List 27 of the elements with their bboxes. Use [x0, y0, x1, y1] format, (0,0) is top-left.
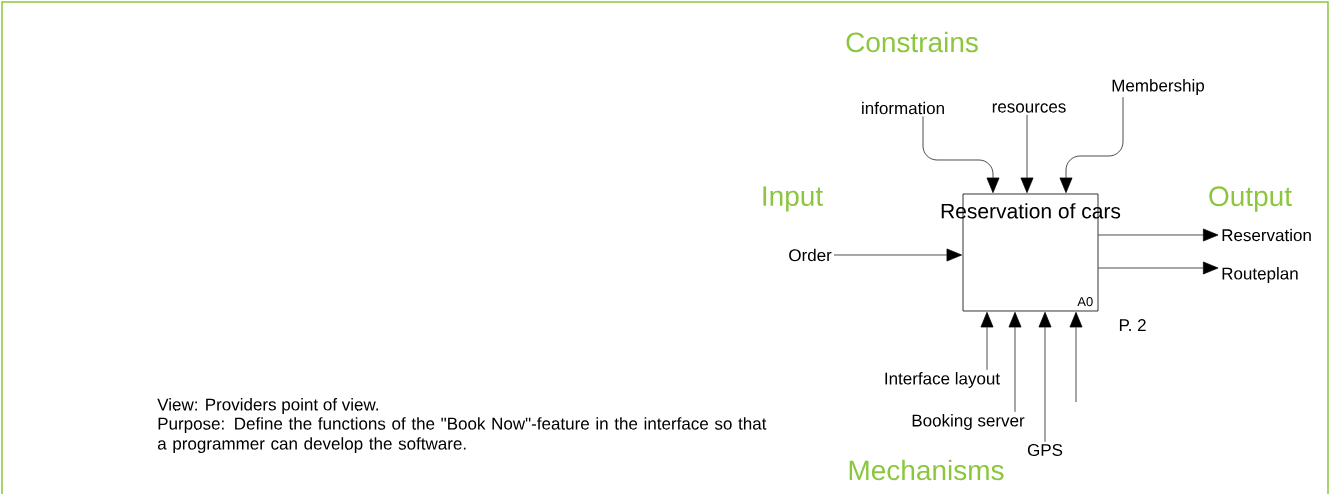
- arrow: [1038, 311, 1052, 443]
- section-heading: Constrains: [846, 31, 978, 53]
- section-heading: Mechanisms: [849, 459, 1004, 481]
- constraint-label: Membership: [1112, 79, 1205, 95]
- section-heading: Input: [763, 186, 823, 212]
- output-label: Routeplan: [1222, 267, 1298, 283]
- arrow: [1008, 311, 1022, 413]
- constraint-label: resources: [992, 103, 1066, 113]
- arrow: [980, 311, 994, 371]
- mechanism-label: Interface layout: [885, 372, 1000, 388]
- section-heading: Output: [1209, 186, 1292, 212]
- function-box: Reservation of cars A0: [941, 193, 1121, 312]
- arrow: [1098, 228, 1219, 242]
- arrow: [1059, 96, 1124, 193]
- arrow: [833, 248, 963, 262]
- output-label: Reservation: [1222, 228, 1311, 242]
- arrow: [922, 116, 1000, 193]
- arrow: [1098, 261, 1219, 275]
- mechanism-label: Booking server: [912, 414, 1025, 430]
- arrow: [1069, 311, 1083, 403]
- mechanism-label: GPS: [1027, 443, 1063, 456]
- note-text: Purpose: Define the functions of the "Book Now"-feature in the interface so that a programmer can develop the software.: [157, 417, 767, 454]
- constraint-label: information: [862, 101, 944, 115]
- arrow: [1020, 114, 1034, 193]
- page-reference: P. 2: [1119, 319, 1146, 331]
- input-label: Order: [789, 248, 832, 262]
- note-text: View: Providers point of view.: [157, 398, 378, 414]
